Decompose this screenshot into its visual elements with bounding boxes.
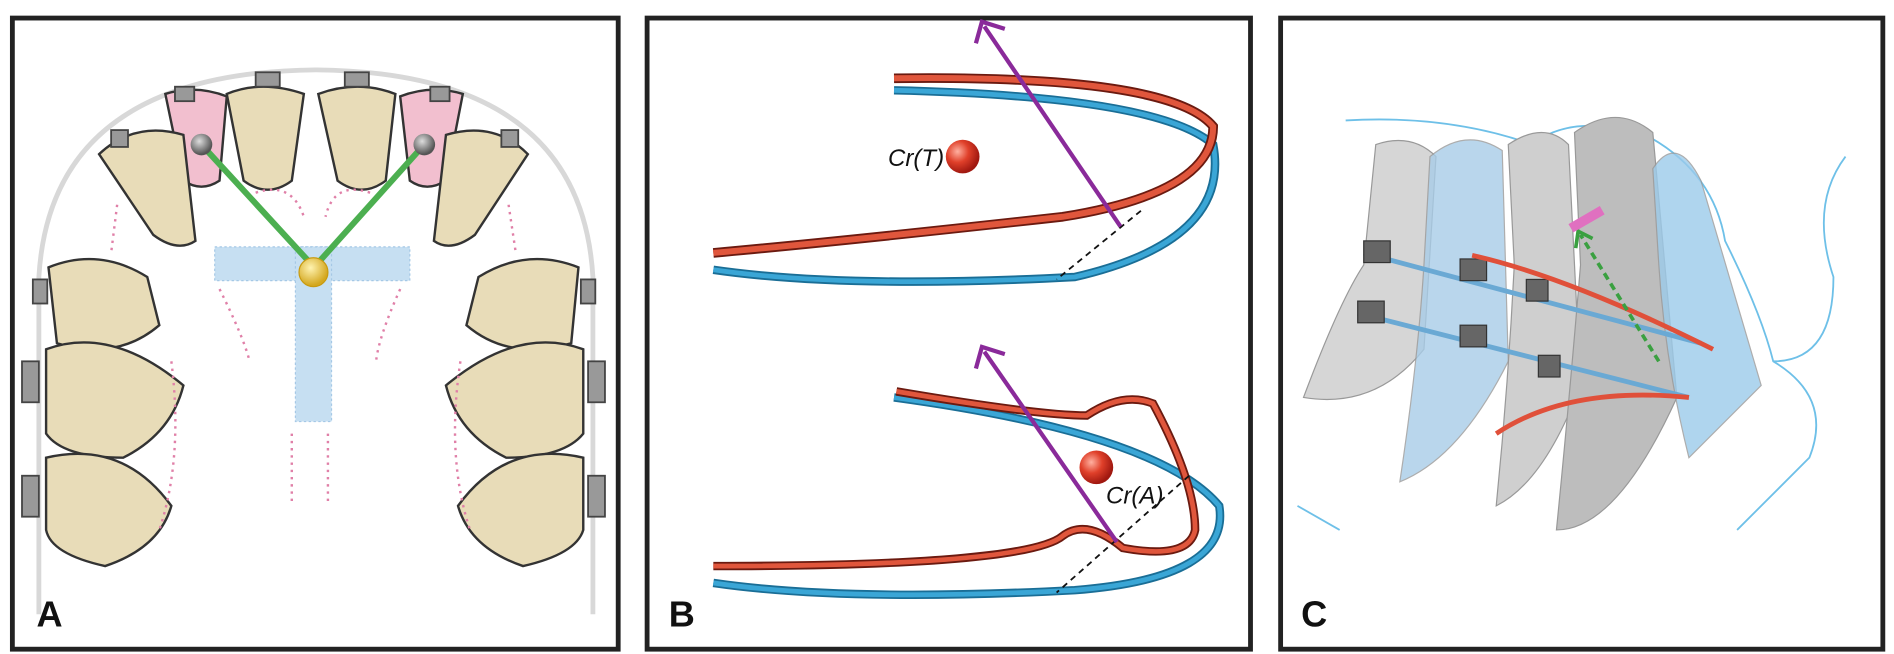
movement-lines — [109, 188, 518, 531]
brackets — [21, 71, 606, 518]
cr-t-label: Cr(T) — [888, 145, 944, 172]
panel-label-a: A — [36, 593, 62, 634]
panel-label-b: B — [669, 593, 695, 634]
miniscrew-icon — [1568, 205, 1605, 233]
expansion-pad — [214, 246, 411, 423]
teeth — [44, 85, 585, 568]
panel-label-c: C — [1301, 593, 1327, 634]
elastic-chains — [198, 141, 428, 266]
archwire-top — [712, 73, 1220, 286]
miniscrew-right-icon — [413, 133, 436, 156]
archwire-bottom — [712, 387, 1225, 600]
archwire — [36, 67, 596, 615]
anchor-screw-icon — [298, 257, 329, 288]
panel-a: A — [9, 15, 621, 652]
miniscrew-left-icon — [190, 133, 213, 156]
panel-b: Cr(T) Cr(A) B — [644, 15, 1253, 652]
brackets-c — [1357, 240, 1561, 378]
cr-a-label: Cr(A) — [1106, 482, 1164, 509]
center-resistance-tooth-icon — [945, 139, 980, 174]
teeth-lateral — [1302, 116, 1762, 531]
elastic-chains-c — [1471, 252, 1715, 436]
panel-c: C — [1278, 15, 1886, 652]
center-resistance-arch-icon — [1079, 450, 1114, 485]
traction-vector — [1573, 228, 1661, 363]
force-arrow-top — [973, 19, 1123, 228]
force-arrow-bottom — [973, 344, 1119, 544]
